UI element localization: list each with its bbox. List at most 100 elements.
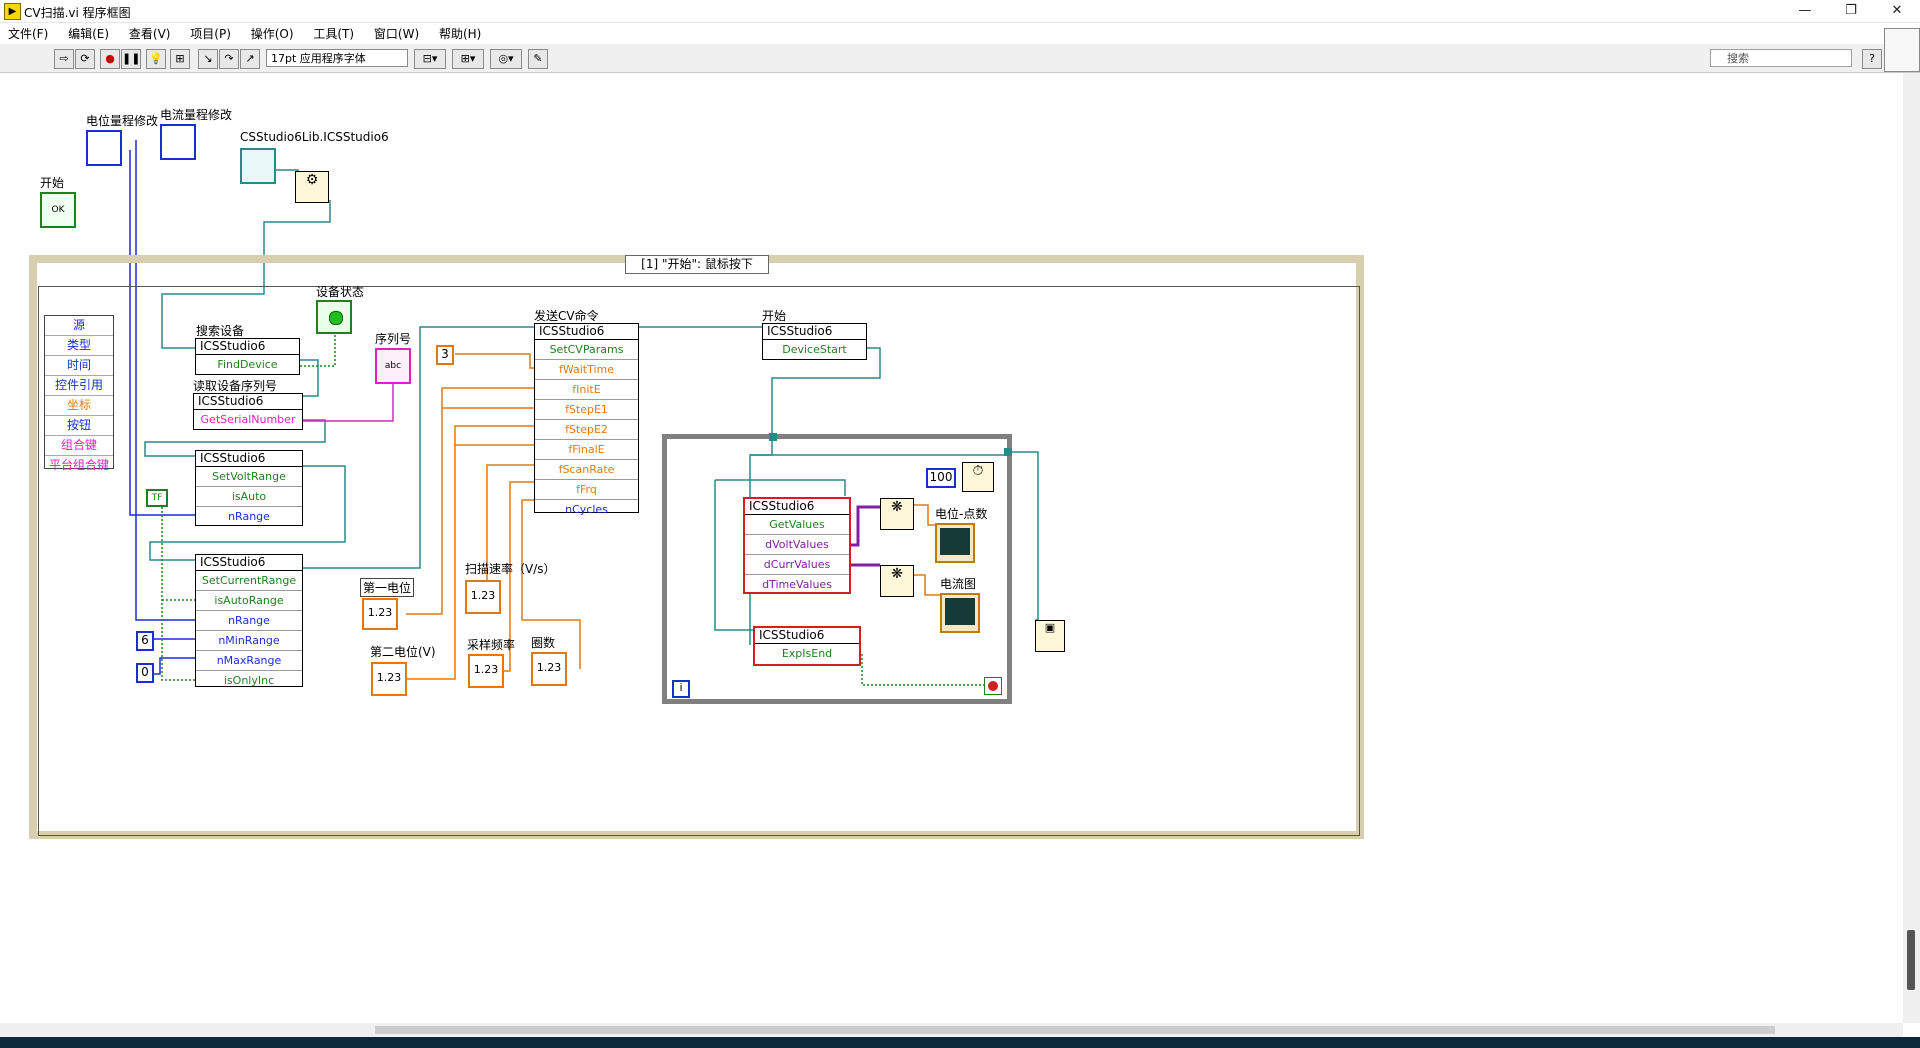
event-data-item: 类型 <box>45 336 113 356</box>
node-class-header: ICSStudio6 <box>535 324 638 340</box>
n-max-range-property: nMaxRange <box>196 651 302 671</box>
f-wait-time-property: fWaitTime <box>535 360 638 380</box>
set-volt-range-method: SetVoltRange <box>196 467 302 487</box>
current-graph-label: 电流图 <box>940 575 976 592</box>
loop-stop-terminal[interactable] <box>984 677 1002 695</box>
d-time-values-property: dTimeValues <box>745 575 849 594</box>
scan-rate-label: 扫描速率（V/s） <box>465 560 556 577</box>
f-frq-property: fFrq <box>535 480 638 500</box>
f-init-e-property: fInitE <box>535 380 638 400</box>
node-class-header: ICSStudio6 <box>196 451 302 467</box>
lib-ref-control[interactable] <box>240 148 276 184</box>
get-values-node[interactable]: ICSStudio6 GetValues dVoltValues dCurrVa… <box>743 497 851 594</box>
device-status-led <box>316 300 352 334</box>
node-class-header: ICSStudio6 <box>196 555 302 571</box>
d-volt-values-property: dVoltValues <box>745 535 849 555</box>
current-graph <box>940 593 980 633</box>
loop-tunnel <box>769 433 777 441</box>
event-data-item: 时间 <box>45 356 113 376</box>
vertical-scrollbar[interactable] <box>1903 73 1920 1023</box>
sample-freq-label: 采样频率 <box>467 636 515 653</box>
set-current-range-method: SetCurrentRange <box>196 571 302 591</box>
search-device-label: 搜索设备 <box>196 322 244 339</box>
delay-constant[interactable]: 100 <box>926 468 956 488</box>
start-node-label: 开始 <box>762 307 786 324</box>
device-start-method: DeviceStart <box>763 340 866 359</box>
node-class-header: ICSStudio6 <box>194 394 302 410</box>
build-graph-icon[interactable]: ❋ <box>880 565 914 597</box>
f-step-e2-property: fStepE2 <box>535 420 638 440</box>
close-reference-icon[interactable]: ▣ <box>1035 620 1065 652</box>
n-cycles-property: nCycles <box>535 500 638 519</box>
read-serial-label: 读取设备序列号 <box>193 377 277 394</box>
d-curr-values-property: dCurrValues <box>745 555 849 575</box>
is-auto-range-property: isAutoRange <box>196 591 302 611</box>
cycles-label: 圈数 <box>531 634 555 651</box>
event-data-item: 源 <box>45 316 113 336</box>
is-only-inc-property: isOnlyInc <box>196 671 302 690</box>
first-potential-label: 第一电位 <box>360 578 414 597</box>
second-potential-label: 第二电位(V) <box>370 643 436 660</box>
n-range-property: nRange <box>196 507 302 526</box>
event-data-item: 控件引用 <box>45 376 113 396</box>
exp-is-end-method: ExpIsEnd <box>755 644 859 663</box>
start-button-terminal[interactable]: OK <box>40 192 76 228</box>
event-data-item: 坐标 <box>45 396 113 416</box>
f-final-e-property: fFinalE <box>535 440 638 460</box>
voltage-range-label: 电位量程修改 <box>86 112 158 129</box>
node-class-header: ICSStudio6 <box>763 324 866 340</box>
loop-iteration-terminal: i <box>672 680 690 698</box>
open-reference-icon[interactable]: ⚙ <box>295 171 329 203</box>
lib-ref-label: CSStudio6Lib.ICSStudio6 <box>240 130 389 144</box>
event-data-item: 按钮 <box>45 416 113 436</box>
find-device-node[interactable]: ICSStudio6 FindDevice <box>195 338 300 375</box>
node-class-header: ICSStudio6 <box>755 628 859 644</box>
is-auto-property: isAuto <box>196 487 302 507</box>
scan-rate-control[interactable]: 1.23 <box>465 580 501 614</box>
exp-is-end-node[interactable]: ICSStudio6 ExpIsEnd <box>753 626 861 666</box>
device-status-label: 设备状态 <box>316 283 364 300</box>
serial-no-label: 序列号 <box>375 330 411 347</box>
cycles-control[interactable]: 1.23 <box>531 652 567 686</box>
first-potential-control[interactable]: 1.23 <box>362 598 398 630</box>
taskbar <box>0 1037 1920 1048</box>
start-label: 开始 <box>40 174 64 191</box>
get-serial-method: GetSerialNumber <box>194 410 302 429</box>
potential-points-graph <box>935 523 975 563</box>
get-serial-node[interactable]: ICSStudio6 GetSerialNumber <box>193 393 303 430</box>
event-data-item: 平台组合键 <box>45 456 113 475</box>
node-class-header: ICSStudio6 <box>196 339 299 355</box>
bool-true-constant[interactable]: TF <box>146 489 168 507</box>
set-cv-params-node[interactable]: ICSStudio6 SetCVParams fWaitTime fInitE … <box>534 323 639 513</box>
vertical-scroll-thumb[interactable] <box>1907 930 1915 990</box>
set-current-range-node[interactable]: ICSStudio6 SetCurrentRange isAutoRange n… <box>195 554 303 687</box>
event-case-selector[interactable]: [1] "开始": 鼠标按下 <box>625 255 769 274</box>
wait-ms-icon[interactable]: ⏱ <box>962 462 994 492</box>
set-cv-params-method: SetCVParams <box>535 340 638 360</box>
get-values-method: GetValues <box>745 515 849 535</box>
f-scan-rate-property: fScanRate <box>535 460 638 480</box>
device-start-node[interactable]: ICSStudio6 DeviceStart <box>762 323 867 360</box>
current-range-label: 电流量程修改 <box>160 106 232 123</box>
max-range-constant[interactable]: 0 <box>136 663 154 683</box>
current-range-control[interactable] <box>160 124 196 160</box>
event-data-item: 组合键 <box>45 436 113 456</box>
min-range-constant[interactable]: 6 <box>136 631 154 651</box>
n-min-range-property: nMinRange <box>196 631 302 651</box>
sample-freq-control[interactable]: 1.23 <box>468 654 504 688</box>
event-data-node: 源 类型 时间 控件引用 坐标 按钮 组合键 平台组合键 <box>44 315 114 469</box>
build-graph-icon[interactable]: ❋ <box>880 498 914 530</box>
wait-time-constant[interactable]: 3 <box>436 345 454 365</box>
find-device-method: FindDevice <box>196 355 299 374</box>
horizontal-scroll-thumb[interactable] <box>375 1026 1775 1034</box>
loop-tunnel <box>1004 448 1012 456</box>
n-range-property: nRange <box>196 611 302 631</box>
second-potential-control[interactable]: 1.23 <box>371 662 407 696</box>
node-class-header: ICSStudio6 <box>745 499 849 515</box>
f-step-e1-property: fStepE1 <box>535 400 638 420</box>
send-cv-label: 发送CV命令 <box>534 307 599 324</box>
voltage-range-control[interactable] <box>86 130 122 166</box>
potential-points-label: 电位-点数 <box>935 505 987 522</box>
set-volt-range-node[interactable]: ICSStudio6 SetVoltRange isAuto nRange <box>195 450 303 526</box>
serial-no-indicator: abc <box>375 348 411 384</box>
